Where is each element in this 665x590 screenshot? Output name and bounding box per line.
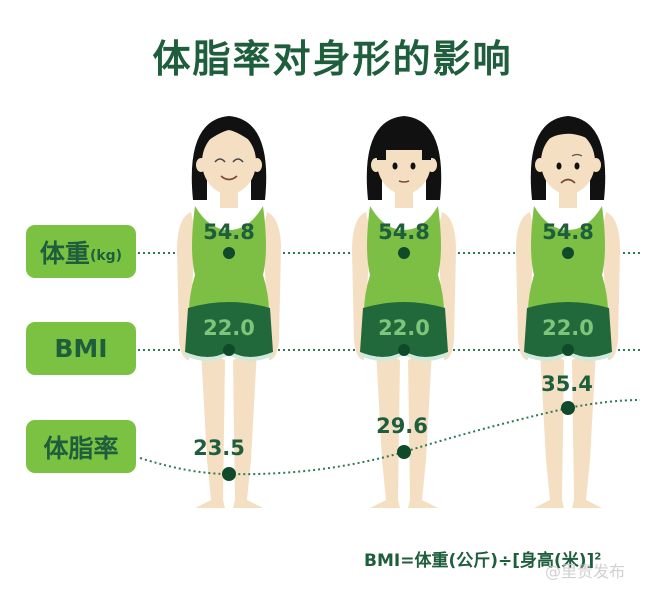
figure-1-weight: 54.8 (203, 220, 255, 244)
figure-3-body-fat: 35.4 (541, 372, 593, 396)
figure-3-bmi: 22.0 (542, 316, 594, 340)
body-fat-curve (139, 399, 641, 476)
bmi-formula-text: BMI=体重(公斤)÷[身高(米)] (364, 551, 595, 571)
figure-3 (516, 116, 620, 508)
figure-2-bmi: 22.0 (378, 316, 430, 340)
figure-2-body-fat: 29.6 (376, 414, 428, 438)
body-fat-label: 体脂率 (26, 420, 136, 473)
figure-2-weight: 54.8 (378, 220, 430, 244)
bmi-label: BMI (26, 322, 136, 375)
body-fat-label-text: 体脂率 (43, 433, 119, 463)
weight-unit: (kg) (89, 247, 123, 264)
figure-1-body-fat: 23.5 (193, 436, 245, 460)
figure-1-bmi: 22.0 (203, 316, 255, 340)
bmi-formula-exponent: 2 (594, 551, 602, 563)
bmi-formula: BMI=体重(公斤)÷[身高(米)]2 (364, 546, 601, 571)
page-title: 体脂率对身形的影响 (152, 37, 513, 81)
bmi-label-text: BMI (54, 334, 108, 363)
data-dots (222, 247, 575, 481)
weight-label: 体重(kg) (26, 225, 136, 278)
weight-label-text: 体重 (39, 238, 90, 268)
watermark: @里贵发布 (545, 562, 626, 581)
figure-2 (352, 116, 456, 508)
figure-1 (177, 116, 281, 508)
figure-3-weight: 54.8 (542, 220, 594, 244)
